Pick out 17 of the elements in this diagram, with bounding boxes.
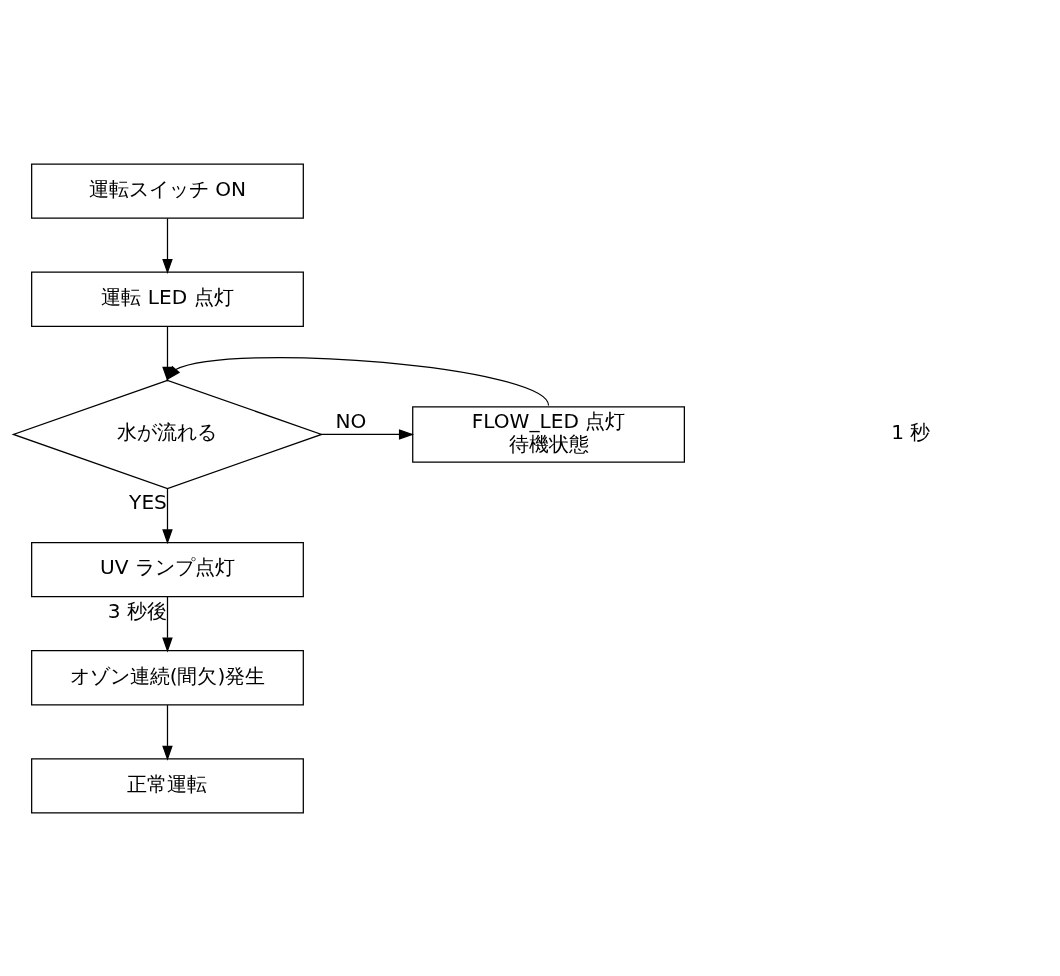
node-box: オゾン連続(間欠)発生	[31, 649, 304, 705]
edge-label: 3 秒後	[107, 598, 167, 623]
edge-label: YES	[129, 489, 167, 514]
node-box: 正常運転	[31, 757, 304, 814]
node-diamond: 水が流れる	[11, 379, 324, 489]
edge-label: NO	[335, 408, 367, 433]
node-box: 運転 LED 点灯	[31, 271, 304, 327]
arrow	[162, 487, 173, 544]
arrow	[166, 356, 550, 406]
arrow	[162, 704, 173, 761]
node-box: FLOW_LED 点灯 待機状態	[412, 405, 685, 463]
arrow	[162, 217, 173, 274]
arrow	[321, 428, 415, 440]
label: 1 秒	[891, 419, 931, 444]
arrow	[162, 595, 173, 653]
node-box: 運転スイッチ ON	[31, 162, 304, 219]
node-box: UV ランプ点灯	[31, 541, 304, 597]
